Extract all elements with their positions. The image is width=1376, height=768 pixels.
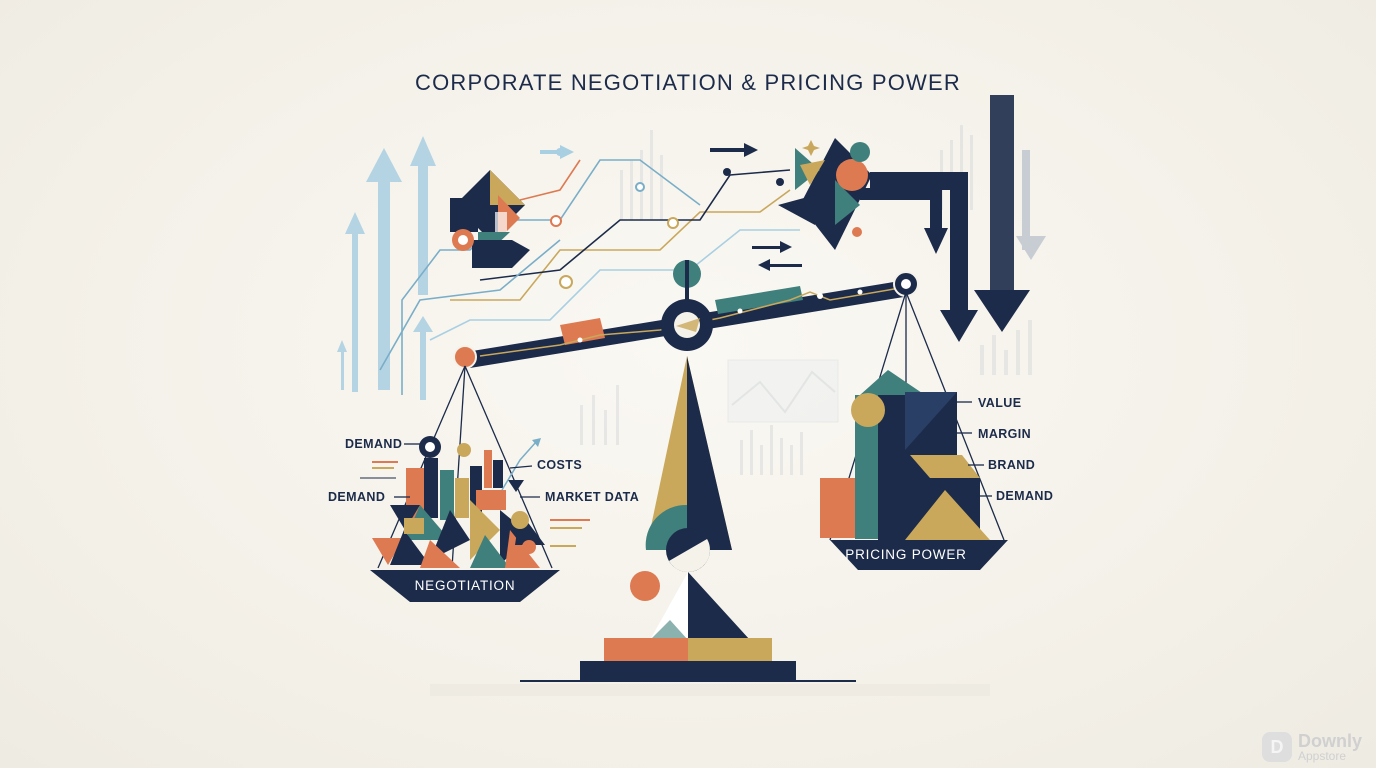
callout-demand-3: DEMAND	[996, 489, 1054, 503]
scale-pillar	[630, 356, 750, 640]
down-arrows	[860, 95, 1046, 342]
diagram-title: CORPORATE NEGOTIATION & PRICING POWER	[415, 70, 961, 95]
callout-brand: BRAND	[988, 458, 1036, 472]
left-pan-dish	[370, 570, 560, 602]
watermark-logo-icon: D	[1261, 732, 1292, 762]
watermark-line2: Appstore	[1297, 749, 1347, 763]
callout-leaders	[394, 401, 992, 498]
callout-demand-2: DEMAND	[328, 490, 386, 504]
right-pan-contents	[820, 370, 990, 540]
up-arrows	[337, 136, 436, 400]
watermark-line1: Downly	[1297, 731, 1362, 751]
text-dashes	[360, 461, 590, 547]
beam-knob	[673, 260, 701, 300]
left-beam-end	[453, 345, 477, 369]
scale-base	[430, 638, 990, 696]
right-pan-dish	[830, 540, 1008, 570]
right-cluster	[778, 138, 872, 250]
network-nodes	[550, 148, 784, 289]
flow-arrows	[540, 143, 802, 271]
left-pan-contents	[372, 436, 545, 568]
negotiation-label: NEGOTIATION	[414, 578, 516, 593]
background-chart	[727, 359, 839, 423]
watermark: D Downly Appstore	[1261, 731, 1362, 763]
pricing-power-label: PRICING POWER	[845, 547, 967, 562]
callout-costs: COSTS	[537, 458, 583, 472]
callout-value: VALUE	[978, 396, 1022, 410]
callout-market-data: MARKET DATA	[545, 490, 640, 504]
left-cluster	[450, 170, 530, 268]
callout-demand-1: DEMAND	[345, 437, 403, 451]
callout-margin: MARGIN	[978, 427, 1032, 441]
